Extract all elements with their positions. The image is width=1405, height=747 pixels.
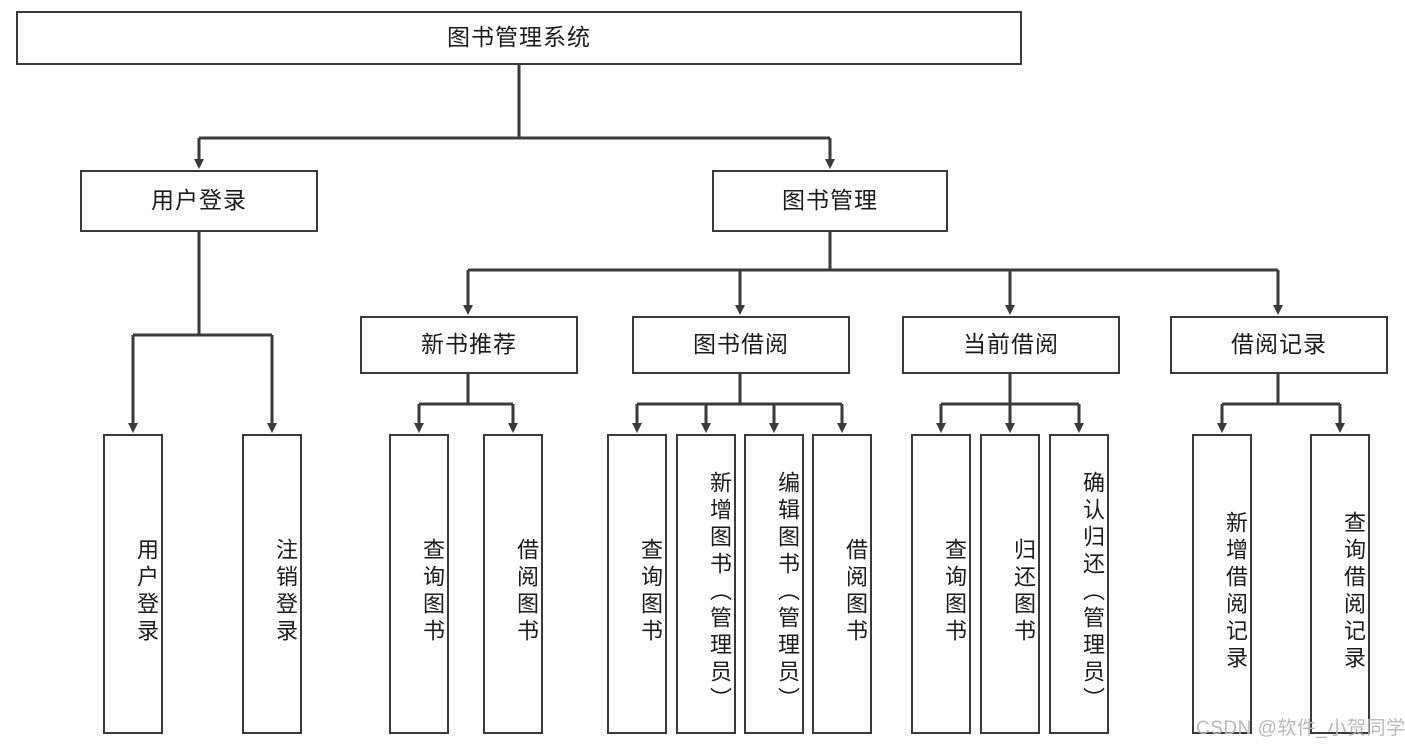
node-label: 新增图书（管理员） (707, 470, 732, 714)
node-leaf-confirm-return-admin[interactable]: 确认归还（管理员） (1049, 434, 1109, 734)
node-label: 用户登录 (134, 538, 159, 646)
node-new-book-recommend[interactable]: 新书推荐 (360, 316, 578, 374)
node-current-borrow[interactable]: 当前借阅 (902, 316, 1120, 374)
node-leaf-query-book-current[interactable]: 查询图书 (911, 434, 971, 734)
node-leaf-return-book[interactable]: 归还图书 (980, 434, 1040, 734)
node-book-management[interactable]: 图书管理 (712, 170, 948, 232)
node-label: 查询借阅记录 (1341, 511, 1366, 673)
node-label: 借阅图书 (843, 538, 868, 646)
node-leaf-add-book-admin[interactable]: 新增图书（管理员） (676, 434, 736, 734)
node-label: 图书管理 (782, 187, 878, 214)
node-leaf-borrow-book-newbook[interactable]: 借阅图书 (483, 434, 543, 734)
node-label: 归还图书 (1011, 538, 1036, 646)
node-label: 查询图书 (420, 538, 445, 646)
node-leaf-borrow-book[interactable]: 借阅图书 (812, 434, 872, 734)
node-label: 新书推荐 (421, 331, 517, 358)
node-label: 新增借阅记录 (1223, 511, 1248, 673)
csdn-watermark: CSDN @软件_小贺同学 (1196, 718, 1405, 739)
node-label: 图书管理系统 (447, 24, 591, 51)
node-label: 编辑图书（管理员） (775, 470, 800, 714)
node-leaf-query-borrow-record[interactable]: 查询借阅记录 (1310, 434, 1370, 734)
node-label: 注销登录 (273, 538, 298, 646)
node-label: 借阅图书 (514, 538, 539, 646)
node-label: 查询图书 (638, 538, 663, 646)
node-label: 用户登录 (151, 187, 247, 214)
node-leaf-edit-book-admin[interactable]: 编辑图书（管理员） (744, 434, 804, 734)
node-book-borrow[interactable]: 图书借阅 (632, 316, 850, 374)
node-leaf-add-borrow-record[interactable]: 新增借阅记录 (1192, 434, 1252, 734)
node-label: 当前借阅 (963, 331, 1059, 358)
node-root-book-management-system[interactable]: 图书管理系统 (16, 11, 1022, 65)
node-leaf-user-login[interactable]: 用户登录 (103, 434, 163, 734)
node-label: 确认归还（管理员） (1080, 470, 1105, 714)
node-borrow-record[interactable]: 借阅记录 (1170, 316, 1388, 374)
node-label: 查询图书 (942, 538, 967, 646)
node-leaf-query-book-borrow[interactable]: 查询图书 (607, 434, 667, 734)
node-user-login[interactable]: 用户登录 (80, 170, 318, 232)
node-leaf-query-book-newbook[interactable]: 查询图书 (389, 434, 449, 734)
node-label: 图书借阅 (693, 331, 789, 358)
node-leaf-logout[interactable]: 注销登录 (242, 434, 302, 734)
node-label: 借阅记录 (1231, 331, 1327, 358)
